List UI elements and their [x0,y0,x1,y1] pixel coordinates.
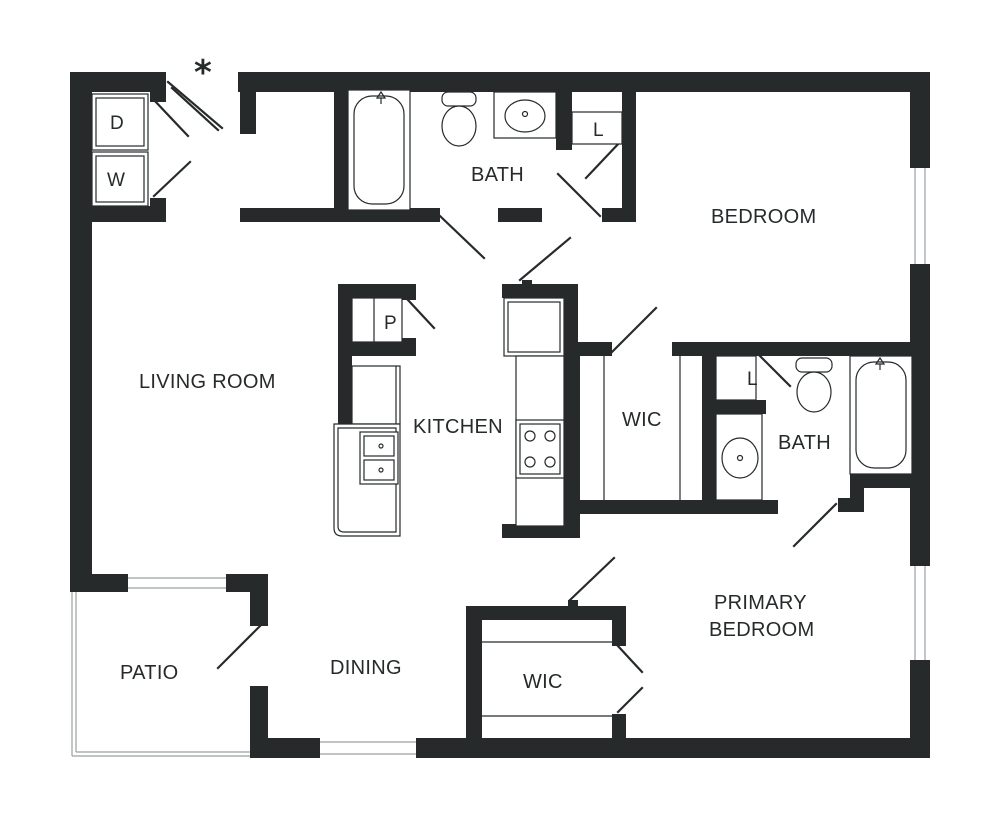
laundry [91,93,149,207]
bath-label-primary: BATH [778,432,831,454]
pantry-label: P [384,313,397,334]
wall-right-lower [910,660,930,758]
primary-vanity [715,413,763,501]
kitchen-label: KITCHEN [413,416,503,438]
toilet-tank [441,91,477,107]
pantry-shelf [351,297,403,343]
primary-bath-fixtures [715,355,913,501]
bathtub [347,89,411,211]
linen-closet-2 [715,355,757,401]
doors [152,80,838,714]
living-room-label: LIVING ROOM [139,371,276,393]
wall-dining-left [250,686,268,758]
wall-patio-top [70,574,128,592]
toilet [441,105,477,147]
wall-right-middle [910,264,930,566]
washer-label: W [107,170,125,191]
windows [128,168,926,755]
hall-bath-fixtures [347,89,623,211]
linen-label-primary: L [747,369,758,390]
primary-toilet-tank [795,357,833,373]
primary-bedroom-label-line2: BEDROOM [709,619,814,641]
wic-label-1: WIC [622,409,662,431]
linen-closet-1 [571,111,623,145]
patio-label: PATIO [120,662,179,684]
wall-bottom-right [416,738,930,758]
wall-top-main [238,72,930,92]
interior-walls [92,72,930,758]
refrigerator [503,297,565,357]
dryer-label: D [110,113,124,134]
room-labels: * D W BATH L BEDROOM P LIVING ROOM KITCH… [107,53,831,693]
linen-label-hall: L [593,120,604,141]
entry-marker: * [194,53,212,93]
dining-label: DINING [330,657,402,679]
kitchen-sink [359,431,399,485]
primary-toilet [796,371,832,413]
primary-bedroom-label-line1: PRIMARY [714,592,807,614]
primary-bathtub [849,355,913,475]
wic-shelves [482,356,681,717]
wall-top-left [70,72,166,92]
exterior-walls [70,72,930,758]
bedroom-label: BEDROOM [711,206,816,228]
stove [515,419,565,479]
patio-rail [71,592,250,757]
kitchen-counters [333,297,565,537]
vanity [493,91,557,139]
wic-label-2: WIC [523,671,563,693]
wall-left-outer [70,72,92,592]
bath-label-hall: BATH [471,164,524,186]
wall-right-upper [910,72,930,168]
wall-patio-door-jamb [250,574,268,626]
